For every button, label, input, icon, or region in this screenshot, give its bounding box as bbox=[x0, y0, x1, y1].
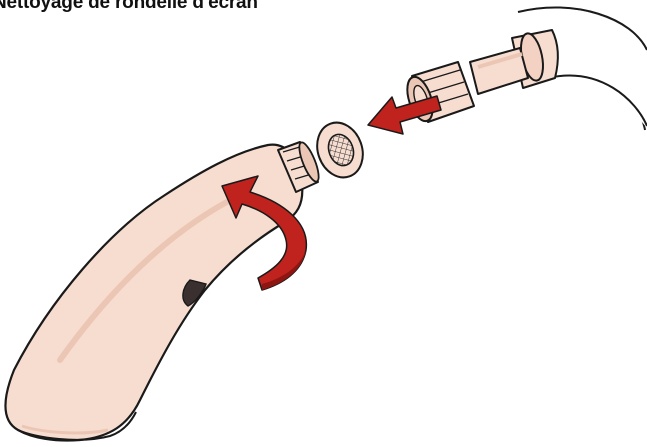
arrow-unscrew bbox=[221, 175, 308, 291]
screen-washer-icon bbox=[316, 121, 364, 179]
shower-head bbox=[4, 141, 320, 442]
diagram-title: Nettoyage de rondelle d'écran bbox=[0, 0, 258, 13]
arrow-remove-washer bbox=[367, 95, 442, 135]
